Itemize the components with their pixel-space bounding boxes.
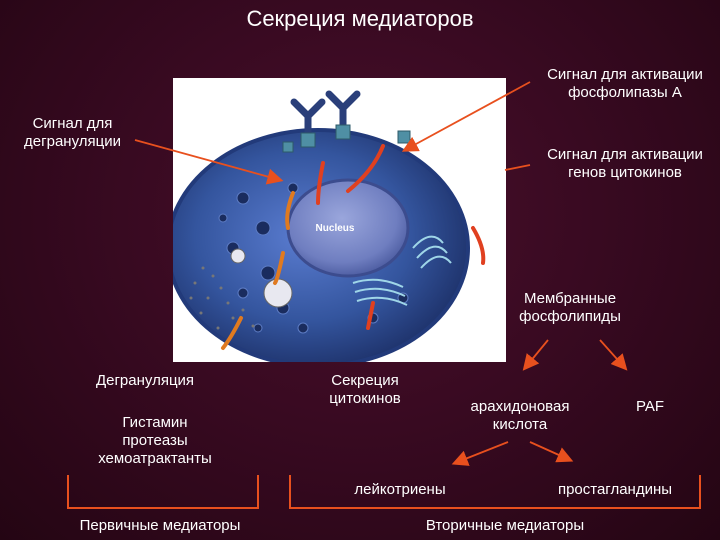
- signal-degranulation-line1: Сигнал для: [32, 115, 113, 132]
- leukotrienes-label: лейкотриены: [354, 481, 446, 498]
- signal-phospholipase-line1: Сигнал для активации: [547, 66, 703, 83]
- signal-degranulation-line2: дегрануляции: [24, 133, 121, 150]
- chemoattractants-label: хемоатрактанты: [98, 450, 212, 467]
- mast-cell-drawing: Nucleus: [166, 90, 486, 368]
- arachidonic-line2: кислота: [492, 416, 548, 433]
- signal-phospholipase-label: Сигнал для активации фосфолипазы А: [530, 66, 720, 102]
- arrow-arachidonic-to-leukotrienes: [451, 441, 509, 466]
- page-title: Секреция медиаторов: [246, 6, 474, 31]
- arrow-membrane-to-arachidonic: [522, 339, 549, 371]
- bracket-primary: [67, 475, 259, 509]
- signal-cytokine-genes-label: Сигнал для активации генов цитокинов: [530, 146, 720, 182]
- membrane-phospholipids-line1: Мембранные: [523, 290, 617, 307]
- membrane-proteins: [282, 124, 411, 153]
- signal-cytokine-genes-line1: Сигнал для активации: [547, 146, 703, 163]
- primary-mediators-label: Первичные медиаторы: [79, 517, 241, 534]
- arrow-to-phospholipase: [401, 81, 531, 152]
- arrow-to-cytokine-genes: [504, 164, 531, 171]
- cytokine-secretion-line1: Секреция: [331, 372, 399, 389]
- arachidonic-acid-label: арахидоновая кислота: [450, 398, 590, 434]
- release-particles: [189, 266, 255, 330]
- signal-degranulation-label: Сигнал для дегрануляции: [10, 115, 135, 151]
- degranulation-label: Дегрануляция: [95, 372, 195, 389]
- arrow-membrane-to-paf: [599, 339, 628, 371]
- primary-mediator-list: Гистамин протеазы хемоатрактанты: [70, 414, 240, 468]
- arrow-arachidonic-to-prostaglandins: [529, 441, 574, 463]
- signal-cytokine-genes-line2: генов цитокинов: [568, 164, 682, 181]
- secondary-mediators-label: Вторичные медиаторы: [425, 517, 585, 534]
- cytokine-secretion-line2: цитокинов: [329, 390, 401, 407]
- inner-arrows: [221, 144, 486, 350]
- cytokine-secretion-label: Секреция цитокинов: [310, 372, 420, 408]
- histamine-label: Гистамин: [122, 414, 188, 431]
- arrow-from-degranulation-signal: [134, 139, 284, 185]
- signal-phospholipase-line2: фосфолипазы А: [568, 84, 682, 101]
- released-granules: [230, 248, 293, 308]
- membrane-phospholipids-line2: фосфолипиды: [519, 308, 621, 325]
- golgi-apparatus: [352, 235, 452, 306]
- prostaglandins-label: простагландины: [557, 481, 673, 498]
- nucleus-label: Nucleus: [316, 223, 355, 234]
- arachidonic-line1: арахидоновая: [470, 398, 570, 415]
- paf-label: PAF: [635, 398, 665, 415]
- proteases-label: протеазы: [122, 432, 188, 449]
- bracket-secondary: [289, 475, 701, 509]
- granules: [218, 182, 409, 334]
- membrane-phospholipids-label: Мембранные фосфолипиды: [500, 290, 640, 326]
